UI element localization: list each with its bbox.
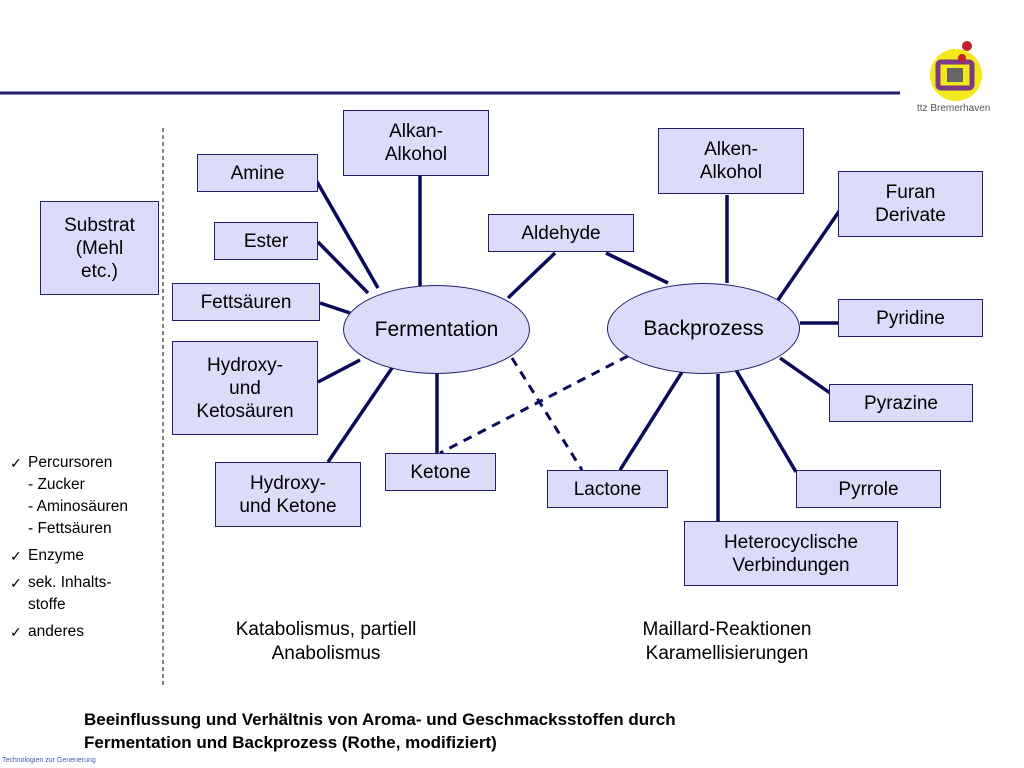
node-pyrrole: Pyrrole (796, 470, 941, 508)
bullet-sub: stoffe (28, 596, 66, 613)
caption-fermentation: Katabolismus, partiell Anabolismus (235, 619, 417, 664)
node-ester: Ester (214, 222, 318, 260)
connector-backprozess-pyrazine (778, 356, 832, 395)
connector-backprozess-aldehyde (605, 251, 669, 285)
hub-fermentation: Fermentation (343, 285, 530, 374)
bullet-sub: - Zucker (28, 476, 85, 493)
bullet-sub: - Aminosäuren (28, 498, 128, 515)
bullet-label: Enzyme (28, 547, 84, 564)
dashed-backprozess-ketone (439, 354, 629, 455)
node-alkan-alkohol: Alkan- Alkohol (343, 110, 489, 176)
checkmark-icon: ✓ (10, 455, 22, 471)
bullet-label: Percursoren (28, 454, 113, 471)
node-ketone: Ketone (385, 453, 496, 491)
bullet-sub: - Fettsäuren (28, 520, 112, 537)
logo-text: ttz Bremerhaven (917, 103, 991, 114)
connector-backprozess-lactone (618, 371, 684, 471)
checkmark-icon: ✓ (10, 624, 22, 640)
node-aldehyde: Aldehyde (488, 214, 634, 252)
bullet-list: ✓ Percursoren - Zucker - Aminosäuren - F… (10, 452, 170, 648)
node-heterocyclische: Heterocyclische Verbindungen (684, 521, 898, 586)
node-hydroxy-ketosaeuren: Hydroxy- und Ketosäuren (172, 341, 318, 435)
connector-fermentation-ester (316, 240, 370, 295)
connector-fermentation-fettsaeuren (319, 301, 351, 315)
node-pyrazine: Pyrazine (829, 384, 973, 422)
connector-fermentation-hydroxy-ketosaeuren (317, 358, 361, 384)
connector-backprozess-furan (776, 209, 842, 301)
connector-fermentation-amine (314, 179, 380, 289)
node-fettsaeuren: Fettsäuren (172, 283, 320, 321)
node-amine: Amine (197, 154, 318, 192)
bullet-item: ✓ Enzyme (10, 545, 170, 567)
bullet-item: ✓ anderes (10, 621, 170, 643)
checkmark-icon: ✓ (10, 575, 22, 591)
node-hydroxy-ketone: Hydroxy- und Ketone (215, 462, 361, 527)
connector-fermentation-hydroxy-ketone (326, 367, 394, 463)
ttz-logo (930, 41, 982, 101)
bullet-label: sek. Inhalts- (28, 574, 112, 591)
caption-backprozess: Maillard-Reaktionen Karamellisierungen (642, 619, 812, 664)
footer-text: Technologien zur Generierung (2, 757, 96, 764)
dashed-fermentation-lactone (510, 357, 584, 471)
connector-fermentation-aldehyde (506, 251, 557, 300)
bullet-item: ✓ Percursoren - Zucker - Aminosäuren - F… (10, 452, 170, 540)
hub-backprozess: Backprozess (607, 283, 800, 374)
node-pyridine: Pyridine (838, 299, 983, 337)
node-furan-derivate: Furan Derivate (838, 171, 983, 237)
node-lactone: Lactone (547, 470, 668, 508)
slide-title: Beeinflussung und Verhältnis von Aroma- … (84, 710, 676, 752)
connector-backprozess-pyrrole (734, 369, 798, 473)
substrat-box: Substrat (Mehl etc.) (40, 201, 159, 295)
bullet-label: anderes (28, 623, 85, 640)
node-alken-alkohol: Alken- Alkohol (658, 128, 804, 194)
bullet-item: ✓ sek. Inhalts- stoffe (10, 572, 170, 616)
checkmark-icon: ✓ (10, 548, 22, 564)
